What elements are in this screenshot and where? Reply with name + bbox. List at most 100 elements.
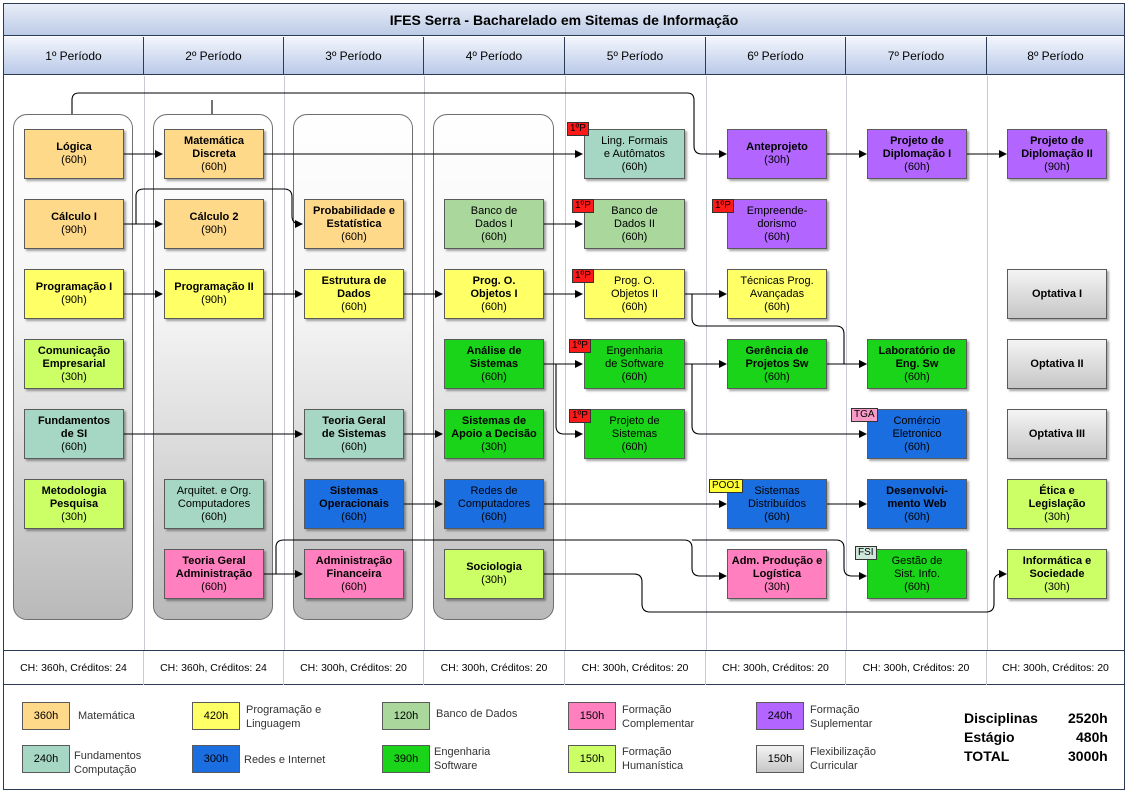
totals-label: TOTAL: [964, 748, 1010, 764]
course-hours: (60h): [201, 510, 227, 523]
period-header-4: 4º Período: [424, 37, 565, 75]
course-tga[interactable]: Teoria Geral Administração(60h): [164, 549, 264, 599]
curriculum-diagram: IFES Serra - Bacharelado em Sitemas de I…: [3, 3, 1125, 790]
course-name: Análise de Sistemas: [466, 344, 522, 370]
course-optativa-1[interactable]: Optativa I: [1007, 269, 1107, 319]
course-name: Administração Financeira: [315, 554, 393, 580]
course-name: Banco de Dados II: [611, 204, 658, 230]
course-poo-2[interactable]: Prog. O. Objetos II(60h): [584, 269, 685, 319]
legend-label: Matemática: [78, 710, 135, 722]
course-anteprojeto[interactable]: Anteprojeto(30h): [727, 129, 827, 179]
course-hours: (90h): [61, 224, 87, 236]
period-group-2: [153, 114, 273, 620]
period-header-8: 8º Período: [987, 37, 1124, 75]
prerequisite-tag-poo1: POO1: [709, 479, 743, 493]
course-comercio-eletronico[interactable]: Comércio Eletronico(60h): [867, 409, 967, 459]
course-hours: (60h): [621, 300, 648, 313]
course-calculo-1[interactable]: Cálculo I(90h): [24, 199, 124, 249]
course-linguagens-formais[interactable]: Ling. Formais e Autômatos(60h): [584, 129, 685, 179]
course-name: Empreende- dorismo: [746, 204, 808, 230]
course-name: Cálculo 2: [189, 211, 239, 223]
legend-label: Banco de Dados: [436, 708, 518, 720]
course-hours: (60h): [201, 580, 227, 593]
course-hours: (60h): [341, 300, 367, 313]
course-banco-dados-1[interactable]: Banco de Dados I(60h): [444, 199, 544, 249]
course-hours: (30h): [481, 574, 507, 586]
course-optativa-3[interactable]: Optativa III: [1007, 409, 1107, 459]
course-engenharia-software[interactable]: Engenharia de Software(60h): [584, 339, 685, 389]
course-name: Técnicas Prog. Avançadas: [740, 274, 814, 300]
course-projeto-diplomacao-2[interactable]: Projeto de Diplomação II(90h): [1007, 129, 1107, 179]
totals-value: 3000h: [1068, 748, 1108, 764]
course-poo-1[interactable]: Prog. O. Objetos I(60h): [444, 269, 544, 319]
course-comunicacao[interactable]: Comunicação Empresarial(30h): [24, 339, 124, 389]
course-sociologia[interactable]: Sociologia(30h): [444, 549, 544, 599]
course-hours: (60h): [341, 230, 367, 243]
prerequisite-tag-1p: 1ºP: [567, 122, 589, 136]
course-hours: (60h): [904, 160, 930, 173]
course-hours: (60h): [621, 370, 648, 383]
course-analise-sistemas[interactable]: Análise de Sistemas(60h): [444, 339, 544, 389]
course-empreendedorismo[interactable]: Empreende- dorismo(60h): [727, 199, 827, 249]
prerequisite-tag-1p: 1ºP: [712, 199, 734, 213]
legend-label: Programação e Linguagem: [246, 704, 322, 730]
legend-swatch-computacao: 240h: [22, 745, 70, 773]
course-banco-dados-2[interactable]: Banco de Dados II(60h): [584, 199, 685, 249]
course-programacao-2[interactable]: Programação II(90h): [164, 269, 264, 319]
course-tgs[interactable]: Teoria Geral de Sistemas(60h): [304, 409, 404, 459]
prerequisite-arrows: [71, 92, 1007, 613]
course-estrutura-dados[interactable]: Estrutura de Dados(60h): [304, 269, 404, 319]
course-name: Gestão de Sist. Info.: [891, 554, 943, 580]
course-matematica-discreta[interactable]: Matemática Discreta(60h): [164, 129, 264, 179]
course-sistemas-distribuidos[interactable]: Sistemas Distribuídos(60h): [727, 479, 827, 529]
legend-swatch-banco-dados: 120h: [382, 702, 430, 730]
course-optativa-2[interactable]: Optativa II: [1007, 339, 1107, 389]
course-adm-financeira[interactable]: Administração Financeira(60h): [304, 549, 404, 599]
course-hours: (60h): [904, 370, 930, 383]
course-informatica-sociedade[interactable]: Informática e Sociedade(30h): [1007, 549, 1107, 599]
totals-label: Disciplinas: [964, 710, 1038, 726]
course-laboratorio-eng-sw[interactable]: Laboratório de Eng. Sw(60h): [867, 339, 967, 389]
course-hours: (30h): [1044, 510, 1070, 523]
course-projeto-diplomacao-1[interactable]: Projeto de Diplomação I(60h): [867, 129, 967, 179]
course-hours: (90h): [1044, 160, 1070, 173]
course-name: Metodologia Pesquisa: [41, 484, 107, 510]
course-name: Sociologia: [466, 561, 522, 573]
course-tecnicas-prog[interactable]: Técnicas Prog. Avançadas(60h): [727, 269, 827, 319]
course-sad[interactable]: Sistemas de Apoio a Decisão(30h): [444, 409, 544, 459]
course-probabilidade[interactable]: Probabilidade e Estatística(60h): [304, 199, 404, 249]
course-fundamentos-si[interactable]: Fundamentos de SI(60h): [24, 409, 124, 459]
period-header-3: 3º Período: [284, 37, 424, 75]
course-name: Redes de Computadores: [457, 484, 531, 510]
course-redes[interactable]: Redes de Computadores(60h): [444, 479, 544, 529]
course-hours: (30h): [61, 370, 87, 383]
course-adm-producao[interactable]: Adm. Produção e Logística(30h): [727, 549, 827, 599]
course-metodologia[interactable]: Metodologia Pesquisa(30h): [24, 479, 124, 529]
course-hours: (90h): [61, 294, 87, 306]
course-projeto-sistemas[interactable]: Projeto de Sistemas(60h): [584, 409, 685, 459]
course-sistemas-operacionais[interactable]: Sistemas Operacionais(60h): [304, 479, 404, 529]
credit-hours-cell: CH: 300h, Créditos: 20: [846, 651, 987, 685]
legend-swatch-complementar: 150h: [568, 702, 616, 730]
course-desenvolvimento-web[interactable]: Desenvolvi- mento Web(60h): [867, 479, 967, 529]
column-divider: [144, 76, 145, 650]
credit-hours-cell: CH: 300h, Créditos: 20: [1002, 662, 1109, 674]
course-etica[interactable]: Ética e Legislação(30h): [1007, 479, 1107, 529]
totals-label: Estágio: [964, 729, 1015, 745]
totals-value: 480h: [1076, 729, 1108, 745]
course-gestao-sist-info[interactable]: Gestão de Sist. Info.(60h): [867, 549, 967, 599]
course-programacao-1[interactable]: Programação I(90h): [24, 269, 124, 319]
course-logica[interactable]: Lógica(60h): [24, 129, 124, 179]
column-divider: [565, 76, 566, 650]
course-calculo-2[interactable]: Cálculo 2(90h): [164, 199, 264, 249]
course-hours: (90h): [201, 224, 227, 236]
course-arquitetura[interactable]: Arquitet. e Org. Computadores(60h): [164, 479, 264, 529]
legend-label: Formação Complementar: [622, 704, 695, 730]
course-name: Comércio Eletronico: [892, 414, 942, 440]
course-hours: (60h): [201, 160, 227, 173]
course-name: Matemática Discreta: [184, 134, 244, 160]
course-hours: (60h): [904, 580, 930, 593]
course-name: Laboratório de Eng. Sw: [878, 344, 956, 370]
course-gerencia-projetos[interactable]: Gerência de Projetos Sw(60h): [727, 339, 827, 389]
course-hours: (60h): [904, 440, 930, 453]
